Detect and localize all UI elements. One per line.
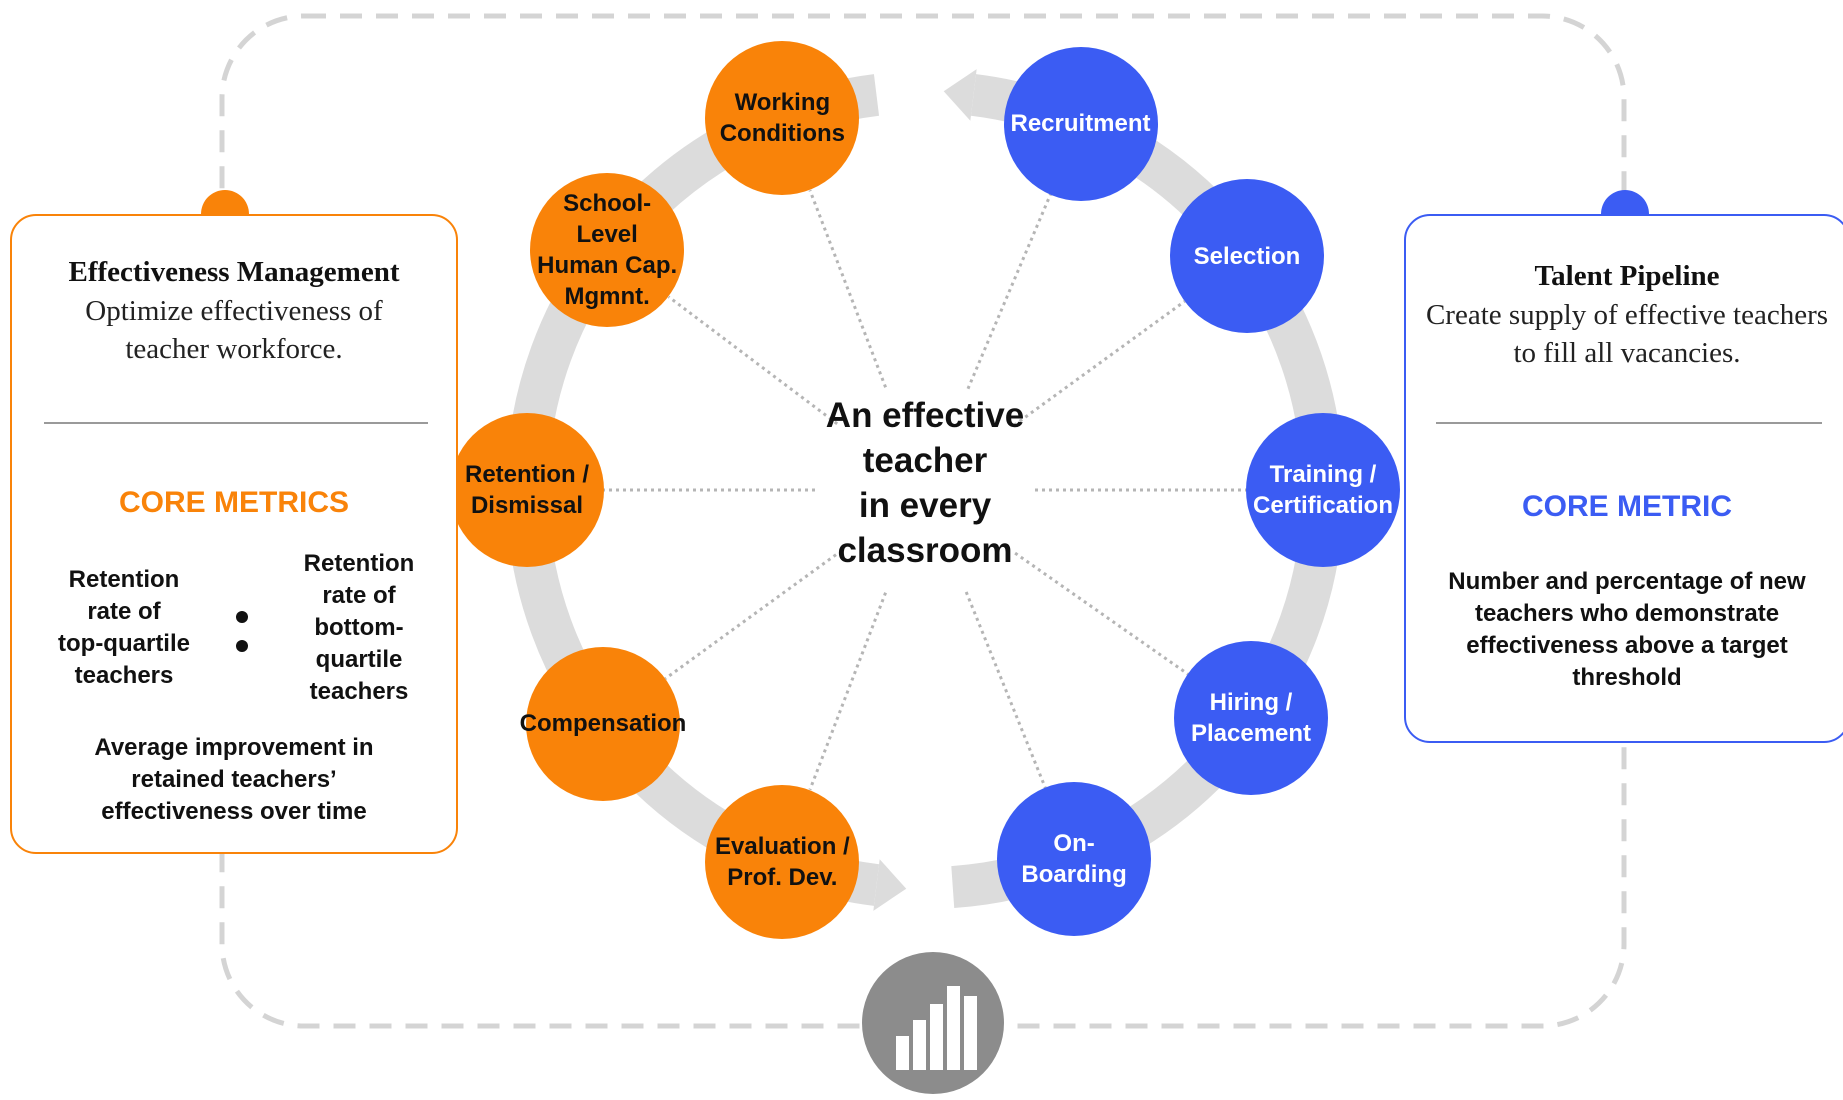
spokes — [604, 189, 1246, 791]
talent-pipeline-panel: Talent Pipeline Create supply of effecti… — [1404, 214, 1843, 743]
spoke-recruitment — [966, 193, 1052, 390]
node-recruitment: Recruitment — [1003, 46, 1158, 201]
node-evaluation: Evaluation / Prof. Dev. — [705, 784, 860, 939]
node-label: On- Boarding — [1021, 830, 1127, 889]
node-hiring-placement: Hiring / Placement — [1174, 641, 1329, 796]
spoke-evaluation — [808, 592, 887, 791]
node-label: Selection — [1193, 242, 1301, 270]
node-selection: Selection — [1169, 179, 1324, 334]
node-label: Compensation — [519, 710, 687, 738]
node-training-certification: Training / Certification — [1246, 413, 1400, 567]
spoke-compensation — [664, 553, 837, 680]
node-retention-dismissal: Retention / Dismissal — [450, 413, 604, 567]
left-metric-improvement: Average improvement in retained teachers… — [94, 734, 374, 825]
left-metric-bottom-quartile: Retention rate of bottom- quartile teach… — [303, 550, 415, 705]
bullet-dot — [236, 640, 248, 652]
right-panel-title: Talent Pipeline — [1534, 260, 1720, 292]
node-label: Evaluation / Prof. Dev. — [715, 832, 850, 891]
right-panel-description: Create supply of effective teachers to f… — [1425, 299, 1829, 369]
ring-arrowhead — [873, 859, 907, 911]
left-panel-divider — [44, 422, 428, 424]
node-compensation: Compensation — [520, 646, 686, 801]
spoke-on-boarding — [964, 591, 1047, 789]
spoke-hiring-placement — [1014, 551, 1189, 676]
bar-chart-icon — [862, 952, 1004, 1094]
node-school-level: School- Level Human Cap. Mgmnt. — [530, 173, 685, 328]
bullet-dot — [236, 611, 248, 623]
left-panel-description: Optimize effectiveness of teacher workfo… — [85, 295, 383, 365]
effectiveness-management-panel: Effectiveness Management Optimize effect… — [10, 214, 458, 854]
right-metric-text: Number and percentage of new teachers wh… — [1448, 568, 1806, 691]
node-label: Training / Certification — [1252, 461, 1393, 519]
spoke-school-level — [667, 295, 839, 425]
node-label: Working Conditions — [719, 89, 846, 148]
ring-arrowhead — [943, 69, 977, 121]
left-metrics-heading: CORE METRICS — [118, 486, 349, 519]
node-label: School- Level Human Cap. Mgmnt. — [537, 190, 678, 311]
bar-chart-glyph — [896, 986, 977, 1070]
spoke-selection — [1013, 300, 1186, 427]
right-metric-heading: CORE METRIC — [1522, 490, 1732, 523]
right-panel-divider — [1436, 422, 1822, 424]
left-panel-title: Effectiveness Management — [68, 256, 400, 288]
node-working-conditions: Working Conditions — [705, 41, 860, 196]
node-on-boarding: On- Boarding — [997, 782, 1152, 937]
node-label: Hiring / Placement — [1190, 689, 1312, 748]
center-text: An effective teacher in every classroom — [825, 396, 1025, 570]
node-label: Retention / Dismissal — [465, 461, 589, 519]
left-metric-top-quartile: Retention rate of top-quartile teachers — [58, 566, 190, 689]
node-label: Recruitment — [1010, 110, 1151, 138]
spoke-working-conditions — [808, 189, 887, 388]
